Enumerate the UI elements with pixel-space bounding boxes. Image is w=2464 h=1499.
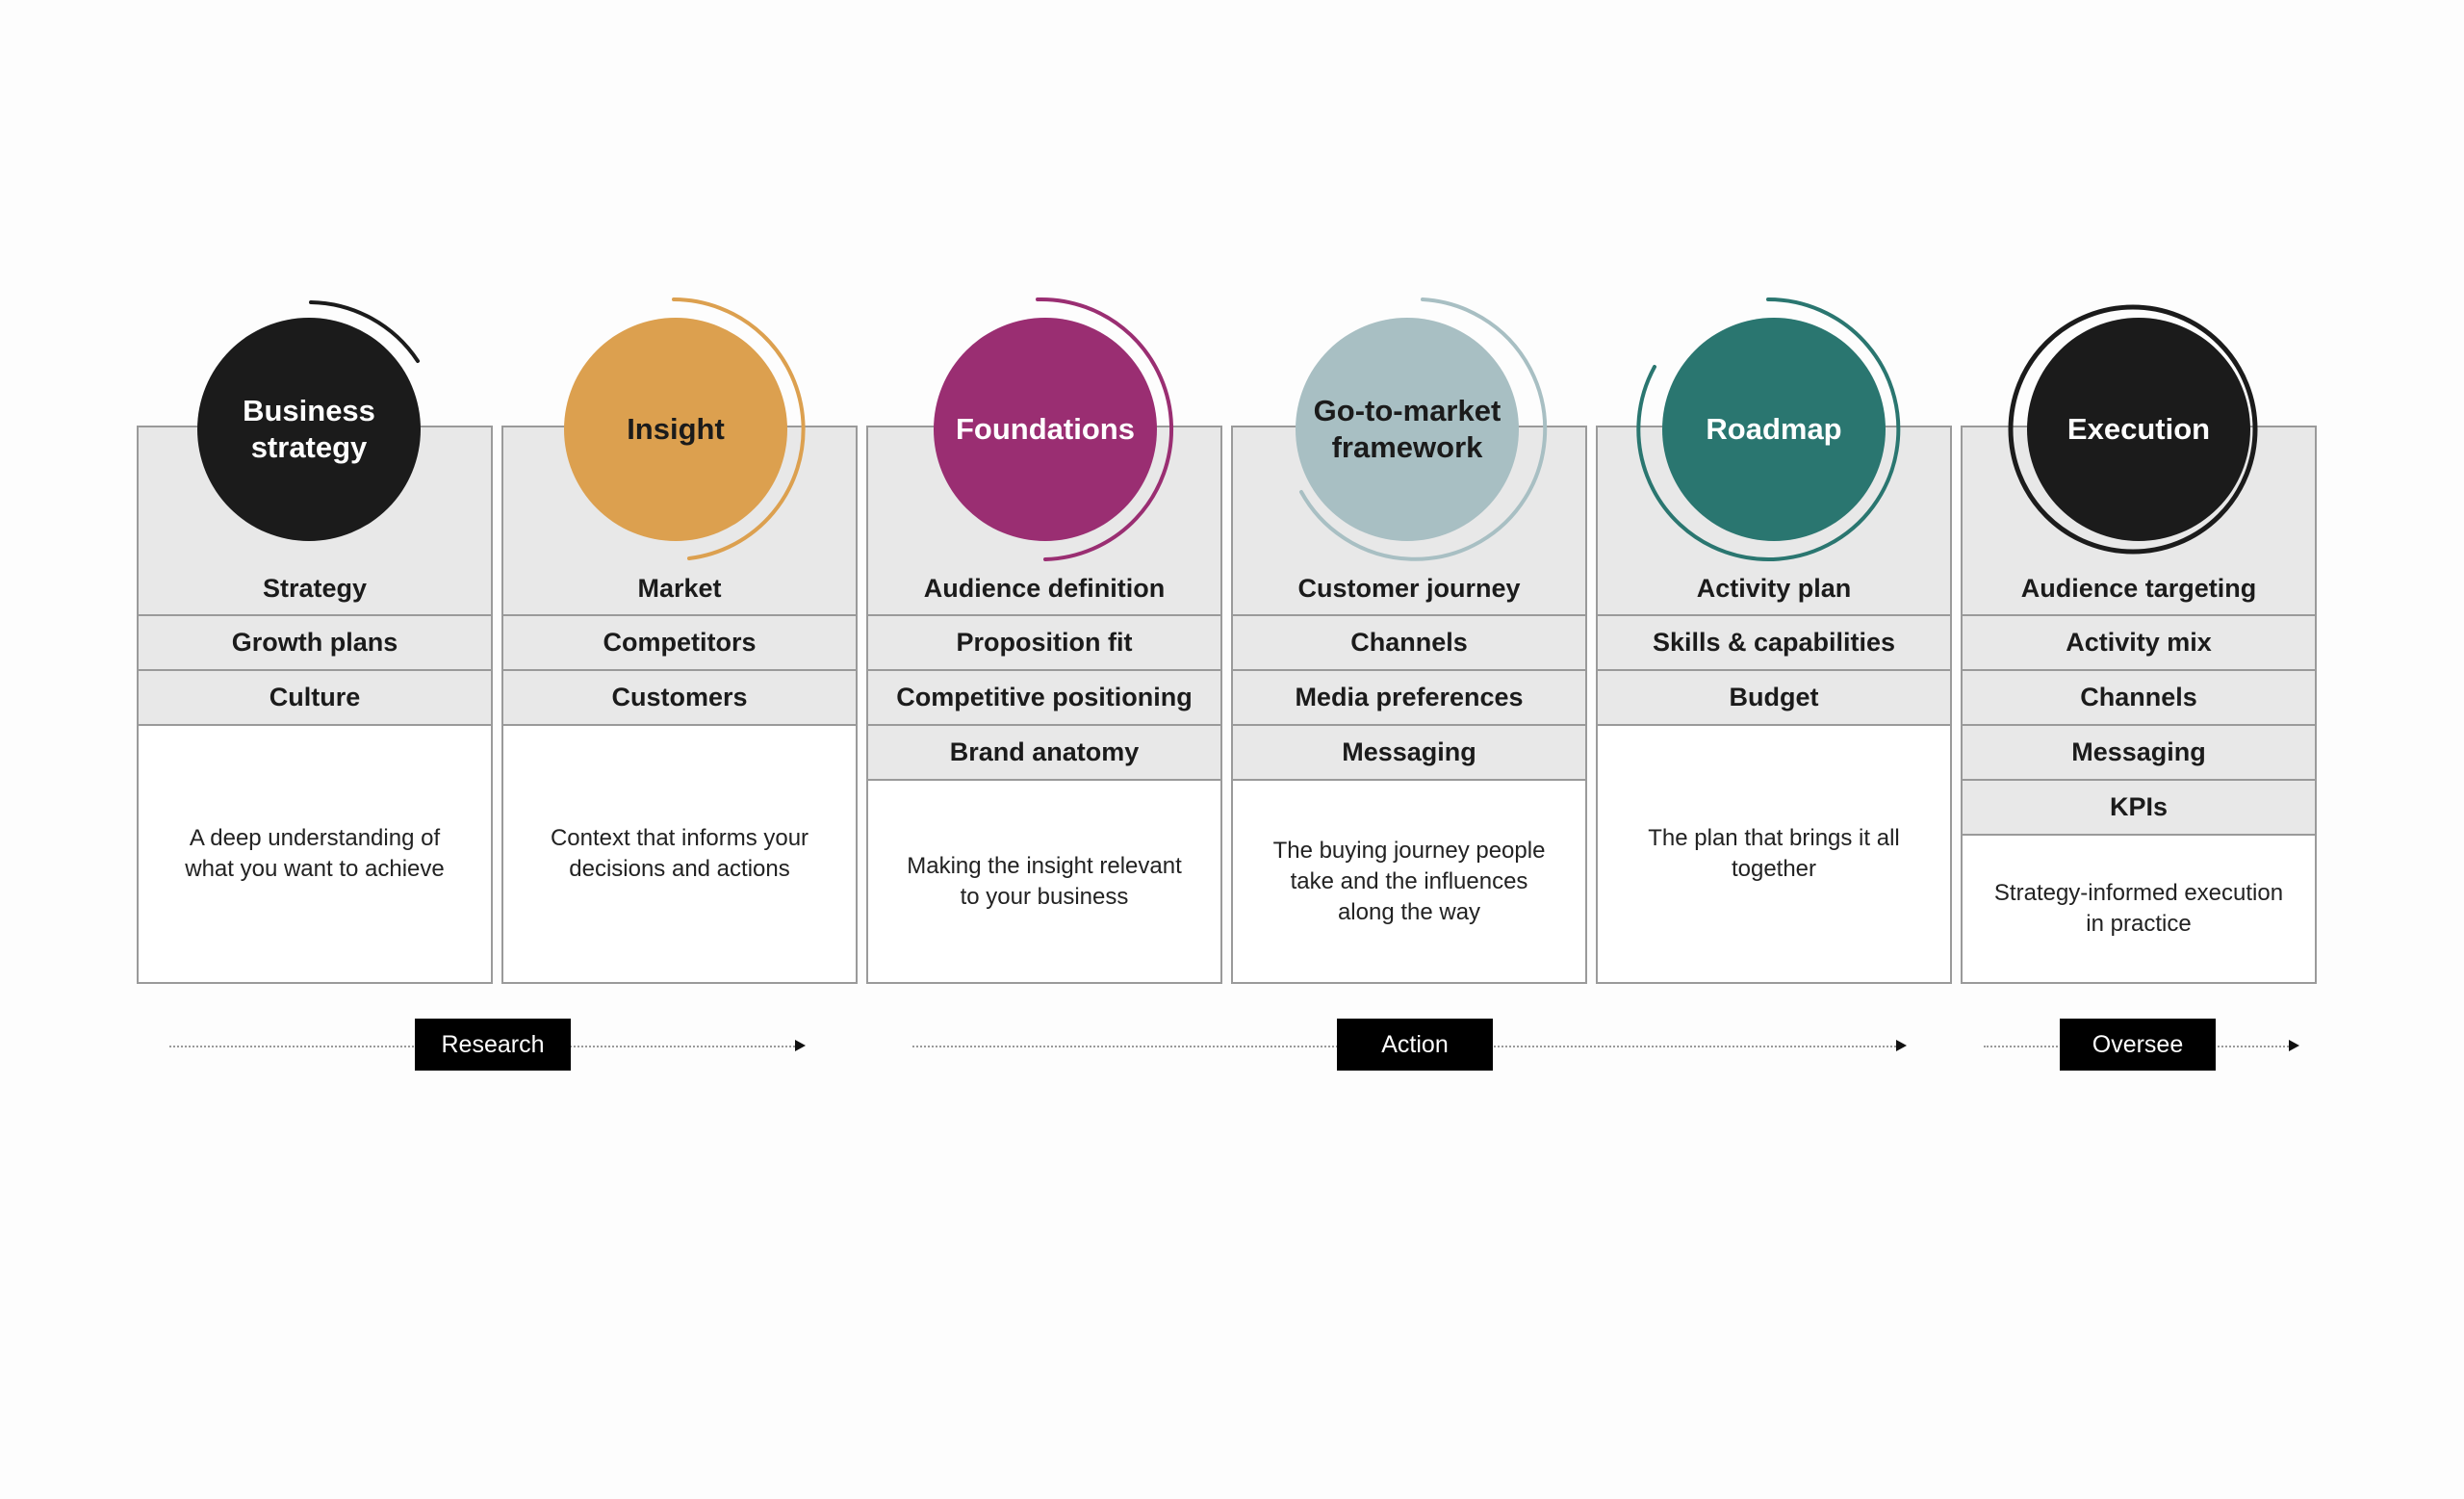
column-row: Channels xyxy=(1961,671,2317,726)
circle-business-strategy: Business strategy xyxy=(197,318,421,541)
column-row: Brand anatomy xyxy=(866,726,1222,781)
arrowhead-icon xyxy=(1896,1040,1907,1051)
column-row: KPIs xyxy=(1961,781,2317,836)
column-row: Customers xyxy=(501,671,858,726)
column-execution: Audience targeting Activity mix Channels… xyxy=(1961,426,2317,984)
arc-decoration xyxy=(309,300,420,363)
phase-label-research: Research xyxy=(415,1019,571,1071)
column-description: The plan that brings it all together xyxy=(1596,726,1952,984)
column-description: Context that informs your decisions and … xyxy=(501,726,858,984)
arc-decoration xyxy=(1299,297,1548,561)
column-row: Competitors xyxy=(501,616,858,671)
column-description: Making the insight relevant to your busi… xyxy=(866,781,1222,984)
arc-decoration xyxy=(672,297,806,560)
circle-execution: Execution xyxy=(2027,318,2250,541)
arrowhead-icon xyxy=(2289,1040,2299,1051)
column-row: Channels xyxy=(1231,616,1587,671)
arrowhead-icon xyxy=(795,1040,806,1051)
column-description: Strategy-informed execution in practice xyxy=(1961,836,2317,984)
phase-label-action: Action xyxy=(1337,1019,1493,1071)
column-row: Activity mix xyxy=(1961,616,2317,671)
column-go-to-market-framework: Customer journey Channels Media preferen… xyxy=(1231,426,1587,984)
column-row: Messaging xyxy=(1231,726,1587,781)
column-description: The buying journey people take and the i… xyxy=(1231,781,1587,984)
column-row: Messaging xyxy=(1961,726,2317,781)
circle-foundations: Foundations xyxy=(934,318,1157,541)
column-row: Proposition fit xyxy=(866,616,1222,671)
circle-roadmap: Roadmap xyxy=(1662,318,1886,541)
column-row: Culture xyxy=(137,671,493,726)
column-row: Growth plans xyxy=(137,616,493,671)
arc-decoration xyxy=(2008,304,2258,555)
column-row: Competitive positioning xyxy=(866,671,1222,726)
column-row: Skills & capabilities xyxy=(1596,616,1952,671)
circle-insight: Insight xyxy=(564,318,787,541)
column-row: Budget xyxy=(1596,671,1952,726)
circle-go-to-market-framework: Go-to-market framework xyxy=(1296,318,1519,541)
arc-decoration xyxy=(1036,297,1173,561)
arc-decoration xyxy=(1636,297,1901,561)
phase-label-oversee: Oversee xyxy=(2060,1019,2216,1071)
column-row: Media preferences xyxy=(1231,671,1587,726)
column-description: A deep understanding of what you want to… xyxy=(137,726,493,984)
